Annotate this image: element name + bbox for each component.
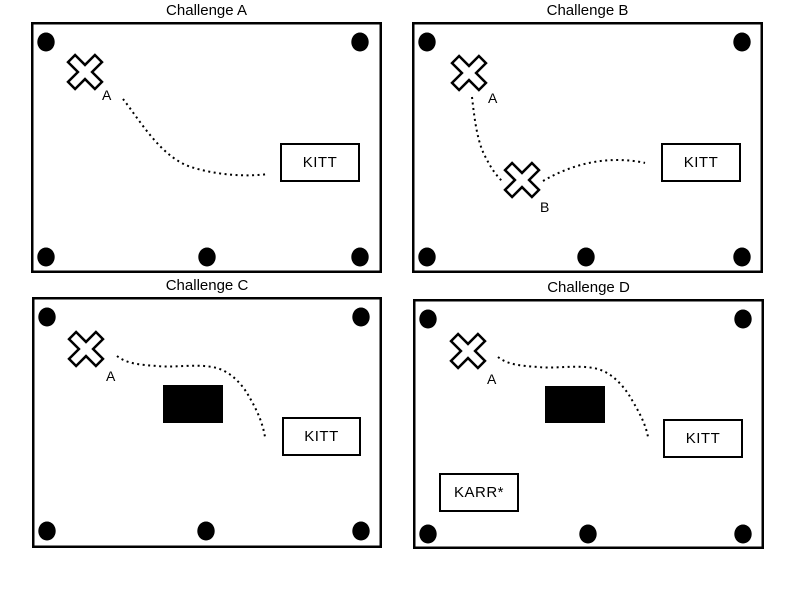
kitt-robot-box: KITT xyxy=(663,419,743,458)
kitt-robot-box: KITT xyxy=(280,143,360,182)
anchor-dot xyxy=(579,524,597,544)
kitt-robot-box: KITT xyxy=(661,143,741,182)
karr-label: KARR* xyxy=(453,484,504,501)
waypoint-x-icon xyxy=(450,54,488,92)
waypoint-label-a: A xyxy=(487,371,497,387)
waypoint-label-a: A xyxy=(488,90,498,106)
anchor-dot xyxy=(37,32,55,52)
waypoint-x-icon xyxy=(503,161,541,199)
anchor-dot xyxy=(419,309,437,329)
anchor-dot xyxy=(577,247,595,267)
kitt-label: KITT xyxy=(685,430,721,447)
kitt-label: KITT xyxy=(683,154,719,171)
karr-robot-box: KARR* xyxy=(439,473,519,512)
waypoint-x-icon xyxy=(66,53,104,91)
anchor-dot xyxy=(419,524,437,544)
obstacle-block xyxy=(163,385,223,423)
kitt-robot-box: KITT xyxy=(282,417,361,456)
waypoint-x-icon xyxy=(67,330,105,368)
panel-challenge-c: Challenge C A KITT xyxy=(32,277,382,548)
anchor-dot xyxy=(351,32,369,52)
waypoint-x-icon xyxy=(449,332,487,370)
waypoint-label-b: B xyxy=(540,199,550,215)
kitt-label: KITT xyxy=(302,154,338,171)
waypoint-label-a: A xyxy=(102,87,112,103)
panel-challenge-b: Challenge B A B KITT xyxy=(412,2,763,273)
panel-title: Challenge C xyxy=(165,277,249,294)
anchor-dot xyxy=(418,32,436,52)
anchor-dot xyxy=(37,247,55,267)
panel-title: Challenge B xyxy=(546,2,629,19)
anchor-dot xyxy=(352,521,370,541)
anchor-dot xyxy=(418,247,436,267)
anchor-dot xyxy=(38,307,56,327)
panel-challenge-a: Challenge A A KITT xyxy=(31,2,382,273)
panel-title: Challenge A xyxy=(166,2,247,19)
anchor-dot xyxy=(351,247,369,267)
waypoint-label-a: A xyxy=(106,368,116,384)
dotted-trajectory xyxy=(116,355,266,438)
anchor-dot xyxy=(733,32,751,52)
anchor-dot xyxy=(734,309,752,329)
anchor-dot xyxy=(38,521,56,541)
anchor-dot xyxy=(352,307,370,327)
panel-title: Challenge D xyxy=(547,279,630,296)
kitt-label: KITT xyxy=(304,428,339,445)
obstacle-block xyxy=(545,386,605,423)
anchor-dot xyxy=(733,247,751,267)
dotted-trajectory xyxy=(497,356,649,438)
panel-challenge-d: Challenge D A KITT KARR* xyxy=(413,279,764,549)
anchor-dot xyxy=(198,247,216,267)
anchor-dot xyxy=(197,521,215,541)
dotted-trajectory xyxy=(542,158,646,182)
anchor-dot xyxy=(734,524,752,544)
